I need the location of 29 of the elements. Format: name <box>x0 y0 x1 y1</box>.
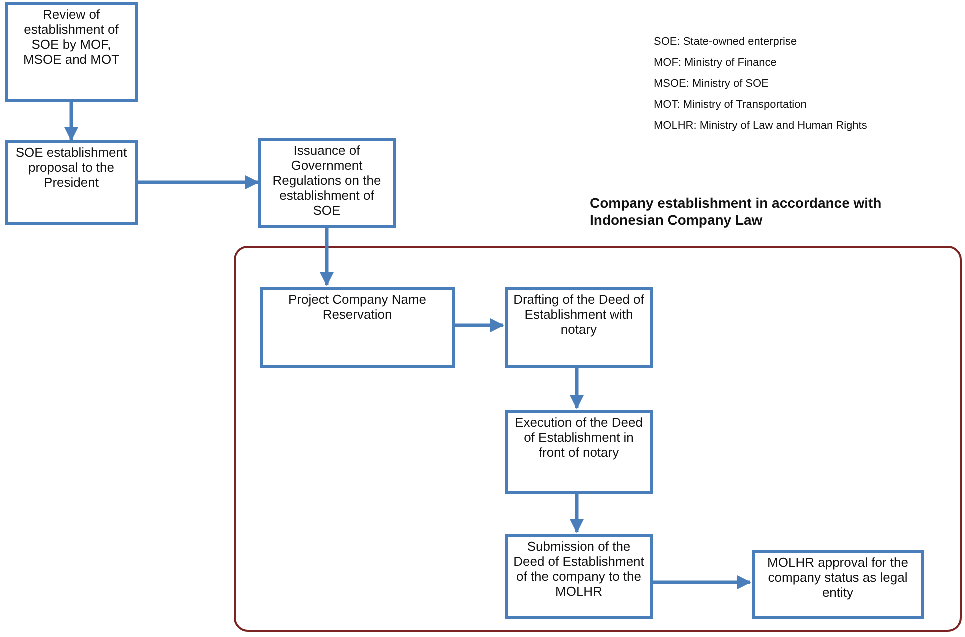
process-box <box>505 410 653 494</box>
arrow <box>320 228 334 286</box>
process-box <box>505 534 653 619</box>
process-box <box>505 287 653 368</box>
box-text: SOE establishment proposal to the President <box>14 145 128 192</box>
box-text: Review of establishment of SOE by MOF, MSOE and MOT <box>22 7 121 69</box>
box-text: Issuance of Government Regulations on the establishment of SOE <box>272 143 382 220</box>
process-box <box>260 287 455 368</box>
box-text: Execution of the Deed of Establishment in front of notary <box>514 415 644 462</box>
abbreviation-note: MOLHR: Ministry of Law and Human Rights <box>654 120 868 132</box>
abbreviation-note: MSOE: Ministry of SOE <box>654 78 769 90</box>
box-text: Project Company Name Reservation <box>288 292 428 324</box>
arrow <box>570 366 584 410</box>
arrow <box>64 102 78 142</box>
abbreviation-note: MOF: Ministry of Finance <box>654 57 777 69</box>
process-box <box>258 138 396 228</box>
box-text: Submission of the Deed of Establishment of the company to the MOLHR <box>512 539 646 601</box>
abbreviation-note: MOT: Ministry of Transportation <box>654 99 807 111</box>
process-box <box>752 550 924 619</box>
arrow <box>453 318 504 332</box>
arrow <box>651 576 752 590</box>
arrow <box>570 492 584 534</box>
abbreviation-note: SOE: State-owned enterprise <box>654 36 798 48</box>
arrow <box>138 176 260 190</box>
box-text: Drafting of the Deed of Establishment with notary <box>512 292 646 339</box>
process-box <box>5 140 138 225</box>
box-text: MOLHR approval for the company status as legal entity <box>766 555 910 602</box>
process-box <box>5 2 138 102</box>
group-heading: Company establishment in accordance with Indonesian Company Law <box>590 195 883 229</box>
